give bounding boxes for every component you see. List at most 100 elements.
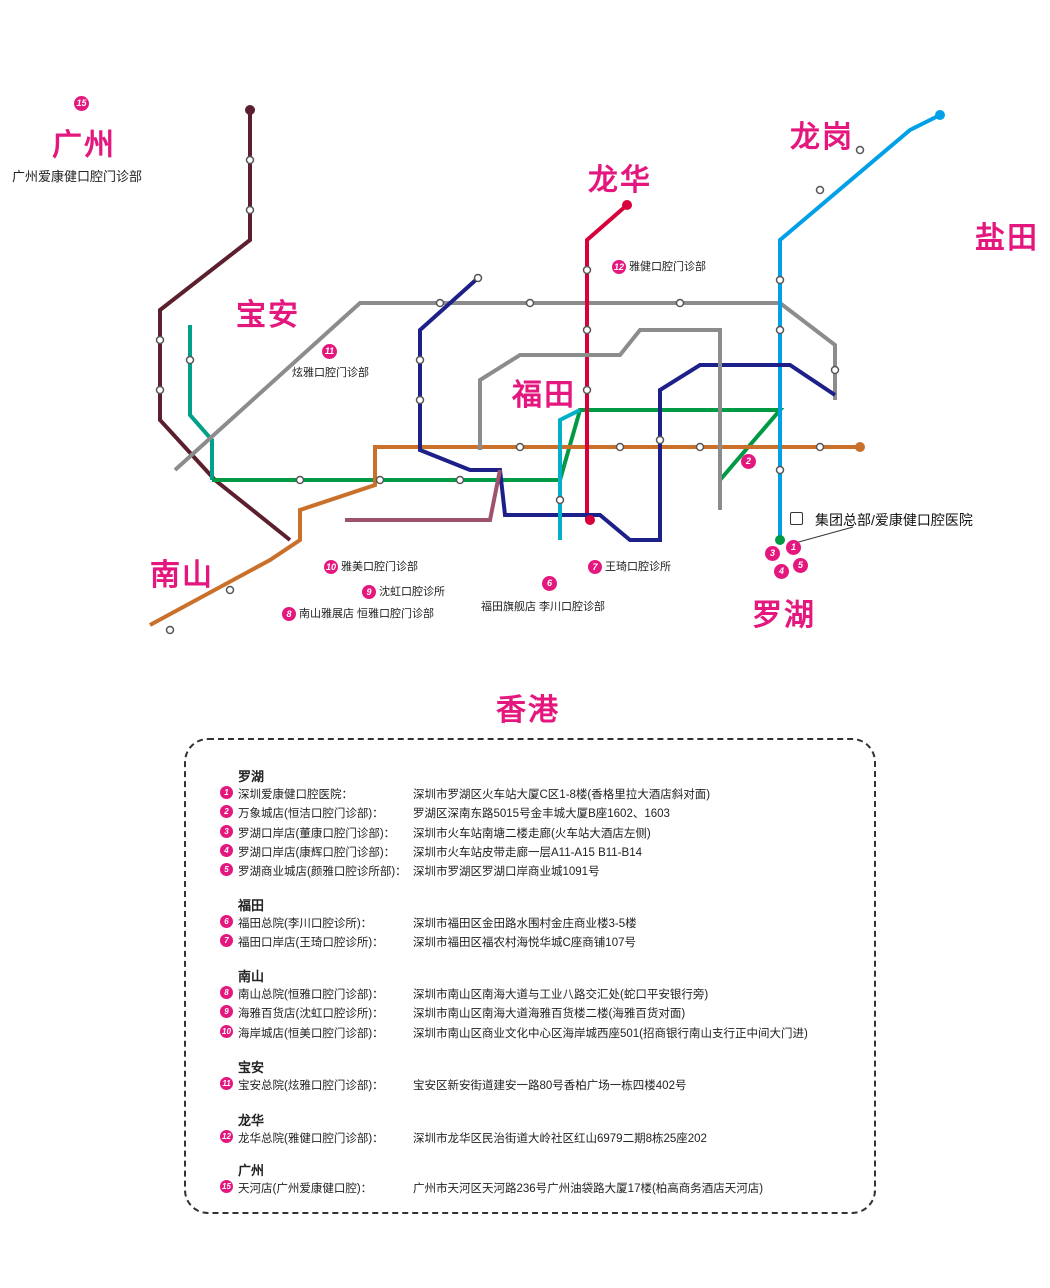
clinic-marker-7: 7 bbox=[588, 560, 602, 575]
metro-map: 广州 龙华 龙岗 盐田 宝安 福田 南山 罗湖 香港 15 广州爱康健口腔门诊部… bbox=[12, 96, 1039, 727]
legend-row[interactable]: 3 罗湖口岸店(董康口腔门诊部)： 深圳市火车站南塘二楼走廊(火车站大酒店左侧) bbox=[220, 824, 651, 841]
metro-line-6 bbox=[188, 325, 214, 480]
legend-clinic-address: 深圳市南山区南海大道海雅百货楼二楼(海雅百货对面) bbox=[413, 1008, 686, 1021]
legend-clinic-number: 9 bbox=[220, 1005, 233, 1019]
metro-line-3 bbox=[778, 113, 941, 540]
metro-line-11 bbox=[158, 110, 292, 542]
legend-clinic-number: 5 bbox=[220, 863, 233, 877]
clinic-marker-6[interactable]: 6 bbox=[542, 576, 557, 591]
terminal-futian-port bbox=[585, 515, 595, 525]
legend-clinic-name: 龙华总院(雅健口腔门诊部)： bbox=[238, 1133, 384, 1145]
clinic-text-9: 沈虹口腔诊所 bbox=[379, 586, 445, 598]
legend-clinic-name: 海岸城店(恒美口腔门诊部)： bbox=[238, 1027, 384, 1040]
clinic-text-12: 雅健口腔门诊部 bbox=[629, 261, 706, 273]
legend-clinic-address: 深圳市南山区南海大道与工业八路交汇处(蛇口平安银行旁) bbox=[413, 989, 709, 1001]
clinic-marker-15[interactable]: 15 bbox=[74, 96, 89, 111]
metro-line-7 bbox=[418, 276, 837, 542]
clinic-label-headquarters: 集团总部/爱康健口腔医院 bbox=[815, 512, 973, 528]
terminal-longgang bbox=[935, 110, 945, 120]
terminal-luohu bbox=[775, 535, 785, 545]
clinic-marker-2[interactable]: 2 bbox=[741, 454, 756, 469]
legend-clinic-address: 深圳市南山区商业文化中心区海岸城西座501(招商银行南山支行正中间大门进) bbox=[413, 1027, 808, 1040]
legend-clinic-number: 6 bbox=[220, 915, 233, 928]
legend-clinic-address: 深圳市罗湖区火车站大厦C区1-8楼(香格里拉大酒店斜对面) bbox=[413, 789, 711, 801]
legend-row[interactable]: 10 海岸城店(恒美口腔门诊部)： 深圳市南山区商业文化中心区海岸城西座501(招商… bbox=[220, 1024, 808, 1041]
district-longhua: 龙华 bbox=[588, 164, 652, 197]
terminal-east bbox=[855, 442, 865, 452]
clinic-address-list bbox=[184, 738, 876, 1214]
legend-clinic-number: 2 bbox=[220, 805, 233, 819]
legend-clinic-number: 8 bbox=[220, 986, 233, 999]
metro-line-4 bbox=[585, 203, 629, 520]
clinic-marker-1[interactable]: 1 bbox=[786, 540, 801, 555]
clinic-text-8: 南山雅展店 恒雅口腔门诊部 bbox=[299, 608, 435, 620]
clinic-text-7: 王琦口腔诊所 bbox=[605, 561, 671, 573]
legend-clinic-name: 宝安总院(炫雅口腔门诊部)： bbox=[238, 1080, 384, 1092]
legend-clinic-number: 15 bbox=[220, 1180, 233, 1193]
legend-group-title: 罗湖 bbox=[238, 769, 265, 784]
legend-row[interactable]: 4 罗湖口岸店(康辉口腔门诊部)： 深圳市火车站皮带走廊一层A11-A15 B11-… bbox=[220, 843, 642, 860]
legend-clinic-address: 深圳市龙华区民治街道大岭社区红山6979二期8栋25座202 bbox=[413, 1133, 707, 1145]
legend-group-title: 广州 bbox=[238, 1163, 265, 1178]
legend-clinic-number: 7 bbox=[220, 934, 233, 948]
district-nanshan: 南山 bbox=[150, 559, 214, 592]
legend-clinic-number: 10 bbox=[220, 1024, 233, 1038]
clinic-marker-9: 9 bbox=[362, 585, 376, 600]
legend-clinic-address: 深圳市罗湖区罗湖口岸商业城1091号 bbox=[413, 866, 600, 879]
clinic-marker-12: 12 bbox=[612, 260, 626, 275]
clinic-marker-11[interactable]: 11 bbox=[322, 344, 337, 359]
legend-clinic-name: 深圳爱康健口腔医院： bbox=[238, 789, 353, 801]
clinic-label-baoan: 炫雅口腔门诊部 bbox=[292, 367, 369, 379]
terminal-nw bbox=[245, 105, 255, 115]
metro-line-2 bbox=[149, 445, 860, 627]
legend-clinic-name: 福田口岸店(王琦口腔诊所)： bbox=[238, 937, 384, 950]
clinic-marker-5[interactable]: 5 bbox=[793, 558, 808, 573]
legend-clinic-address: 深圳市火车站皮带走廊一层A11-A15 B11-B14 bbox=[413, 846, 642, 859]
clinic-label-guangzhou: 广州爱康健口腔门诊部 bbox=[12, 169, 143, 184]
legend-row[interactable]: 7 福田口岸店(王琦口腔诊所)： 深圳市福田区福农村海悦华城C座商铺107号 bbox=[220, 934, 636, 950]
clinic-marker-3[interactable]: 3 bbox=[765, 546, 780, 561]
legend-group-title: 宝安 bbox=[238, 1060, 265, 1075]
legend-clinic-name: 万象城店(恒洁口腔门诊部)： bbox=[238, 808, 384, 821]
metro-lines bbox=[149, 105, 945, 635]
clinic-marker-4[interactable]: 4 bbox=[774, 564, 789, 579]
legend-row[interactable]: 9 海雅百货店(沈虹口腔诊所)： 深圳市南山区南海大道海雅百货楼二楼(海雅百货对面) bbox=[220, 1005, 685, 1021]
district-futian: 福田 bbox=[512, 379, 576, 412]
clinic-marker-10: 10 bbox=[324, 560, 338, 575]
legend-clinic-name: 南山总院(恒雅口腔门诊部)： bbox=[238, 989, 384, 1001]
legend-clinic-name: 罗湖口岸店(康辉口腔门诊部)： bbox=[238, 846, 396, 859]
hq-icon bbox=[790, 512, 803, 525]
terminal-longhua bbox=[622, 200, 632, 210]
legend-row[interactable]: 2 万象城店(恒洁口腔门诊部)： 罗湖区深南东路5015号金丰城大厦B座1602、1… bbox=[220, 805, 670, 821]
legend-row[interactable]: 8 南山总院(恒雅口腔门诊部)： 深圳市南山区南海大道与工业八路交汇处(蛇口平安银行… bbox=[220, 986, 708, 1002]
metro-line-9 bbox=[478, 328, 722, 510]
legend-clinic-name: 福田总院(李川口腔诊所)： bbox=[238, 918, 373, 930]
legend-clinic-address: 罗湖区深南东路5015号金丰城大厦B座1602、1603 bbox=[413, 808, 670, 821]
legend-clinic-number: 4 bbox=[220, 843, 233, 857]
legend-clinic-address: 广州市天河区天河路236号广州油袋路大厦17楼(柏高商务酒店天河店) bbox=[413, 1183, 764, 1195]
legend-clinic-number: 1 bbox=[220, 786, 233, 799]
clinic-label-6: 福田旗舰店 李川口腔诊部 bbox=[481, 601, 606, 613]
district-guangzhou: 广州 bbox=[52, 129, 116, 162]
legend-clinic-address: 深圳市火车站南塘二楼走廊(火车站大酒店左侧) bbox=[413, 827, 651, 840]
legend-clinic-name: 罗湖口岸店(董康口腔门诊部)： bbox=[238, 827, 396, 840]
district-luohu: 罗湖 bbox=[752, 599, 816, 632]
metro-line-9b bbox=[345, 469, 502, 522]
district-hongkong: 香港 bbox=[496, 694, 560, 727]
legend-row[interactable]: 1 深圳爱康健口腔医院： 深圳市罗湖区火车站大厦C区1-8楼(香格里拉大酒店斜对面) bbox=[220, 786, 710, 802]
legend-clinic-name: 海雅百货店(沈虹口腔诊所)： bbox=[238, 1008, 384, 1021]
district-yantian: 盐田 bbox=[975, 222, 1039, 255]
legend-clinic-number: 3 bbox=[220, 824, 233, 838]
district-longgang: 龙岗 bbox=[790, 121, 854, 154]
legend-clinic-address: 深圳市福田区福农村海悦华城C座商铺107号 bbox=[413, 937, 636, 950]
